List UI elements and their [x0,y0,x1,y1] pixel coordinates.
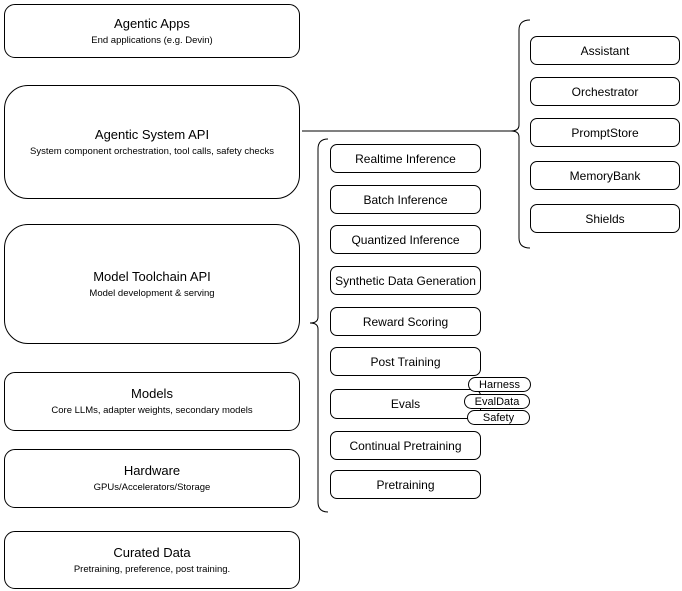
node-subtitle: GPUs/Accelerators/Storage [93,482,211,493]
node-reward-scoring[interactable]: Reward Scoring [330,307,481,336]
node-title: Models [131,386,173,401]
system-components-brace [510,19,531,249]
node-subtitle: Core LLMs, adapter weights, secondary mo… [51,405,253,416]
tag-evaldata[interactable]: EvalData [464,394,530,409]
node-title: Model Toolchain API [93,268,211,284]
node-label: Assistant [580,43,630,58]
node-memorybank[interactable]: MemoryBank [530,161,680,190]
tag-label: Harness [479,378,520,391]
node-agentic-apps[interactable]: Agentic Apps End applications (e.g. Devi… [4,4,300,58]
node-subtitle: System component orchestration, tool cal… [30,145,274,157]
node-label: MemoryBank [569,168,641,183]
node-label: Orchestrator [571,84,639,99]
node-label: Continual Pretraining [349,438,462,453]
node-quantized-inference[interactable]: Quantized Inference [330,225,481,254]
node-label: Evals [390,397,421,411]
tag-label: Safety [482,411,515,424]
node-label: Post Training [370,354,441,369]
node-subtitle: End applications (e.g. Devin) [91,34,213,46]
node-agentic-system-api[interactable]: Agentic System API System component orch… [4,85,300,199]
node-label: Shields [585,211,625,226]
node-title: Agentic System API [94,126,210,142]
node-subtitle: Model development & serving [89,287,215,299]
node-label: Reward Scoring [362,314,449,329]
node-assistant[interactable]: Assistant [530,36,680,65]
node-continual-pretraining[interactable]: Continual Pretraining [330,431,481,460]
node-label: Pretraining [376,477,435,492]
node-label: Quantized Inference [351,232,460,247]
node-models[interactable]: Models Core LLMs, adapter weights, secon… [4,372,300,431]
node-model-toolchain-api[interactable]: Model Toolchain API Model development & … [4,224,300,344]
node-title: Agentic Apps [114,15,190,31]
node-synthetic-data-generation[interactable]: Synthetic Data Generation [330,266,481,295]
node-title: Hardware [123,463,181,478]
toolchain-services-brace [309,138,329,513]
tag-label: EvalData [474,395,520,408]
node-realtime-inference[interactable]: Realtime Inference [330,144,481,173]
node-evals[interactable]: Evals [330,389,481,419]
node-shields[interactable]: Shields [530,204,680,233]
node-curated-data[interactable]: Curated Data Pretraining, preference, po… [4,531,300,589]
node-orchestrator[interactable]: Orchestrator [530,77,680,106]
tag-harness[interactable]: Harness [468,377,531,392]
node-label: Batch Inference [363,192,448,207]
node-hardware[interactable]: Hardware GPUs/Accelerators/Storage [4,449,300,508]
node-post-training[interactable]: Post Training [330,347,481,376]
node-batch-inference[interactable]: Batch Inference [330,185,481,214]
node-label: Synthetic Data Generation [335,273,476,288]
node-promptstore[interactable]: PromptStore [530,118,680,147]
tag-safety[interactable]: Safety [467,410,530,425]
node-label: PromptStore [571,125,639,140]
node-subtitle: Pretraining, preference, post training. [73,563,231,575]
node-label: Realtime Inference [355,151,456,166]
node-title: Curated Data [113,544,191,560]
node-pretraining[interactable]: Pretraining [330,470,481,499]
